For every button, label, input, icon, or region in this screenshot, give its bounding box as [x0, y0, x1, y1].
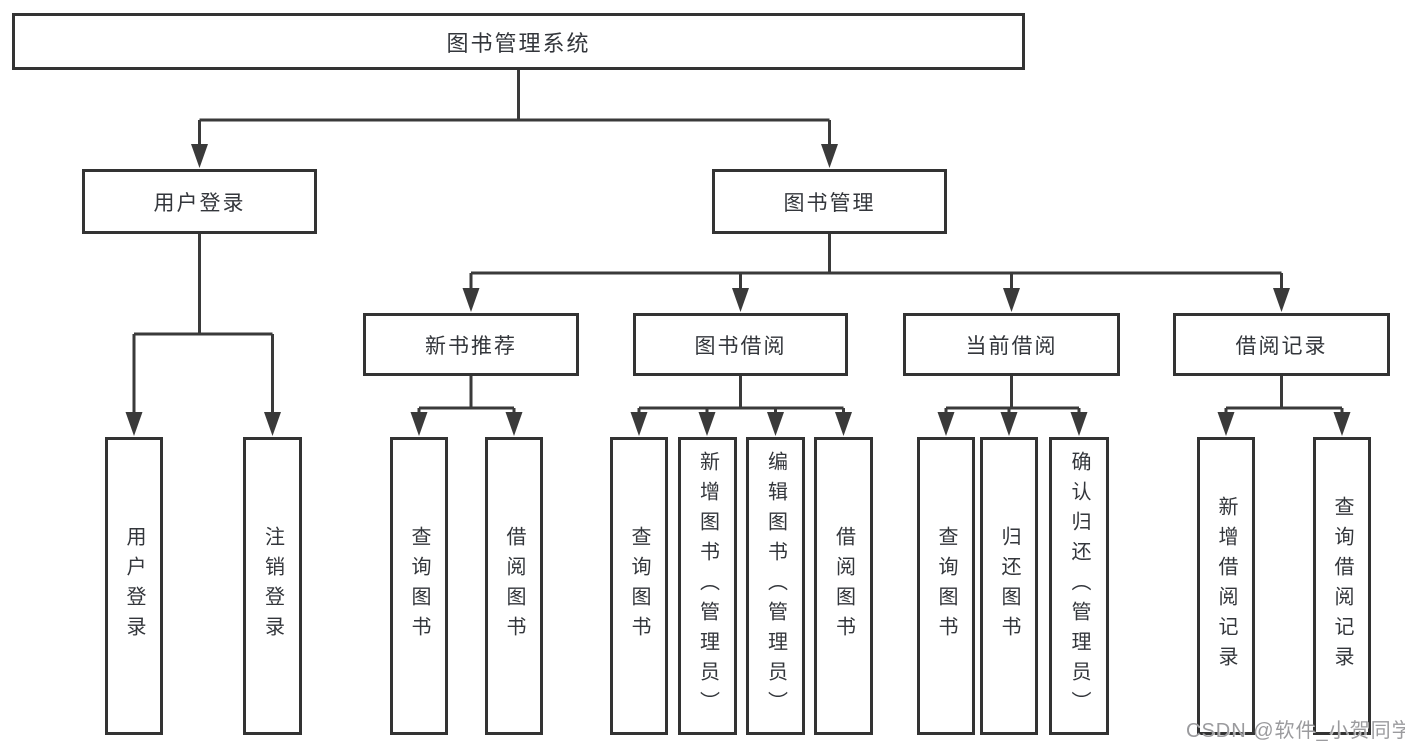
arrowheads — [125, 144, 1351, 436]
leaf-label: 用户登录 — [123, 526, 145, 646]
leaf-add-borrow-record: 新增借阅记录 — [1197, 437, 1255, 735]
leaf-confirm-return-admin: 确认归还（管理员） — [1049, 437, 1109, 735]
leaf-label: 查询图书 — [408, 526, 430, 646]
leaf-label: 新增借阅记录 — [1215, 496, 1237, 676]
node-new-book-recommend: 新书推荐 — [363, 313, 579, 376]
leaf-query-books-current: 查询图书 — [917, 437, 975, 735]
leaf-label: 新增图书（管理员） — [696, 451, 719, 721]
leaf-label: 编辑图书（管理员） — [764, 451, 787, 721]
leaf-label: 确认归还（管理员） — [1068, 451, 1090, 721]
leaf-add-book-admin: 新增图书（管理员） — [678, 437, 737, 735]
node-book-borrowing: 图书借阅 — [633, 313, 848, 376]
leaf-label: 注销登录 — [261, 526, 284, 646]
leaf-query-books-borrowing: 查询图书 — [610, 437, 668, 735]
node-label: 图书管理系统 — [446, 30, 591, 56]
leaf-label: 查询借阅记录 — [1331, 496, 1353, 676]
node-label: 图书管理 — [783, 191, 876, 215]
leaf-user-login: 用户登录 — [105, 437, 163, 735]
node-book-management: 图书管理 — [712, 169, 947, 234]
leaf-label: 查询图书 — [628, 526, 650, 646]
leaf-query-borrow-record: 查询借阅记录 — [1313, 437, 1371, 735]
node-label: 用户登录 — [153, 191, 246, 215]
leaf-logout: 注销登录 — [243, 437, 302, 735]
csdn-watermark: CSDN @软件_小贺同学 — [1186, 720, 1405, 742]
leaf-label: 借阅图书 — [503, 526, 525, 646]
leaf-query-books-recommend: 查询图书 — [390, 437, 448, 735]
leaf-edit-book-admin: 编辑图书（管理员） — [746, 437, 805, 735]
leaf-label: 借阅图书 — [832, 526, 855, 646]
leaf-borrow-books-recommend: 借阅图书 — [485, 437, 543, 735]
leaf-return-books: 归还图书 — [980, 437, 1038, 735]
node-user-login: 用户登录 — [82, 169, 317, 234]
node-library-management-system: 图书管理系统 — [12, 13, 1025, 70]
node-label: 借阅记录 — [1235, 334, 1328, 358]
leaf-label: 归还图书 — [998, 526, 1020, 646]
node-current-borrowing: 当前借阅 — [903, 313, 1120, 376]
node-label: 当前借阅 — [965, 334, 1058, 358]
leaf-borrow-books-borrowing: 借阅图书 — [814, 437, 873, 735]
node-label: 图书借阅 — [694, 334, 787, 358]
connector-stems-and-buses — [132, 70, 1344, 414]
node-borrowing-records: 借阅记录 — [1173, 313, 1390, 376]
leaf-label: 查询图书 — [935, 526, 957, 646]
node-label: 新书推荐 — [425, 334, 517, 358]
